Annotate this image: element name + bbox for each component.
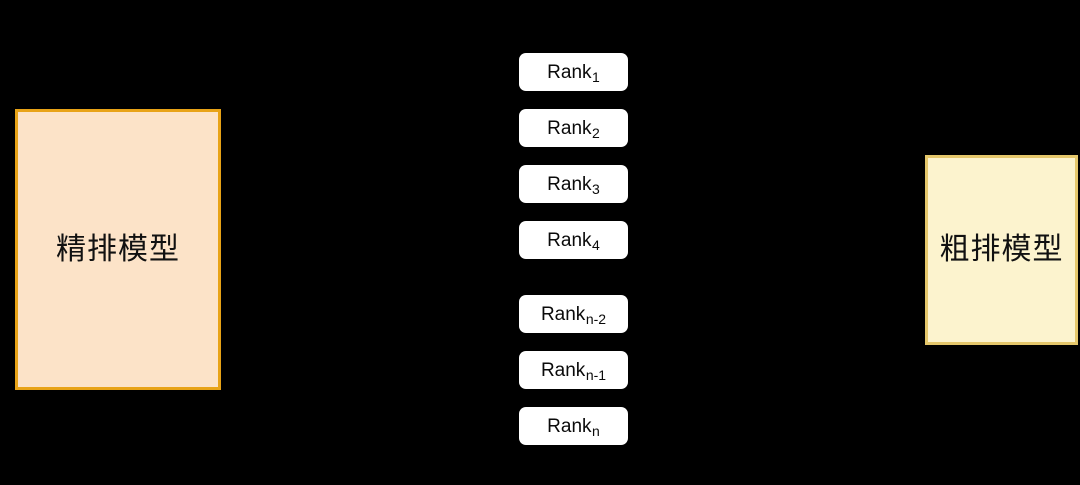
rank-chip-2-subscript: 2 xyxy=(592,125,600,141)
coarse-rank-model-label: 粗排模型 xyxy=(939,233,1064,266)
fine-rank-model-box[interactable]: 精排模型 xyxy=(15,109,221,390)
fine-rank-model-label: 精排模型 xyxy=(56,232,180,266)
rank-chip-4-base: Rank xyxy=(547,229,592,251)
rank-chip-3-base: Rank xyxy=(547,173,592,195)
rank-chip-n-minus-2-subscript: n-2 xyxy=(585,311,607,327)
coarse-rank-model-box[interactable]: 粗排模型 xyxy=(925,155,1078,345)
rank-chip-3-subscript: 3 xyxy=(592,181,600,197)
rank-chip-1-base: Rank xyxy=(547,61,592,83)
rank-chip-n-base: Rank xyxy=(547,415,592,437)
rank-chip-n-minus-1-subscript: n-1 xyxy=(585,367,607,383)
rank-chip-n-minus-1-base: Rank xyxy=(540,359,586,381)
rank-chip-n-subscript: n xyxy=(592,423,600,439)
rank-chip-n-minus-2-base: Rank xyxy=(540,303,586,325)
rank-chip-1-subscript: 1 xyxy=(592,69,600,85)
rank-chip-2-base: Rank xyxy=(547,117,592,139)
rank-chip-4-subscript: 4 xyxy=(592,237,600,253)
